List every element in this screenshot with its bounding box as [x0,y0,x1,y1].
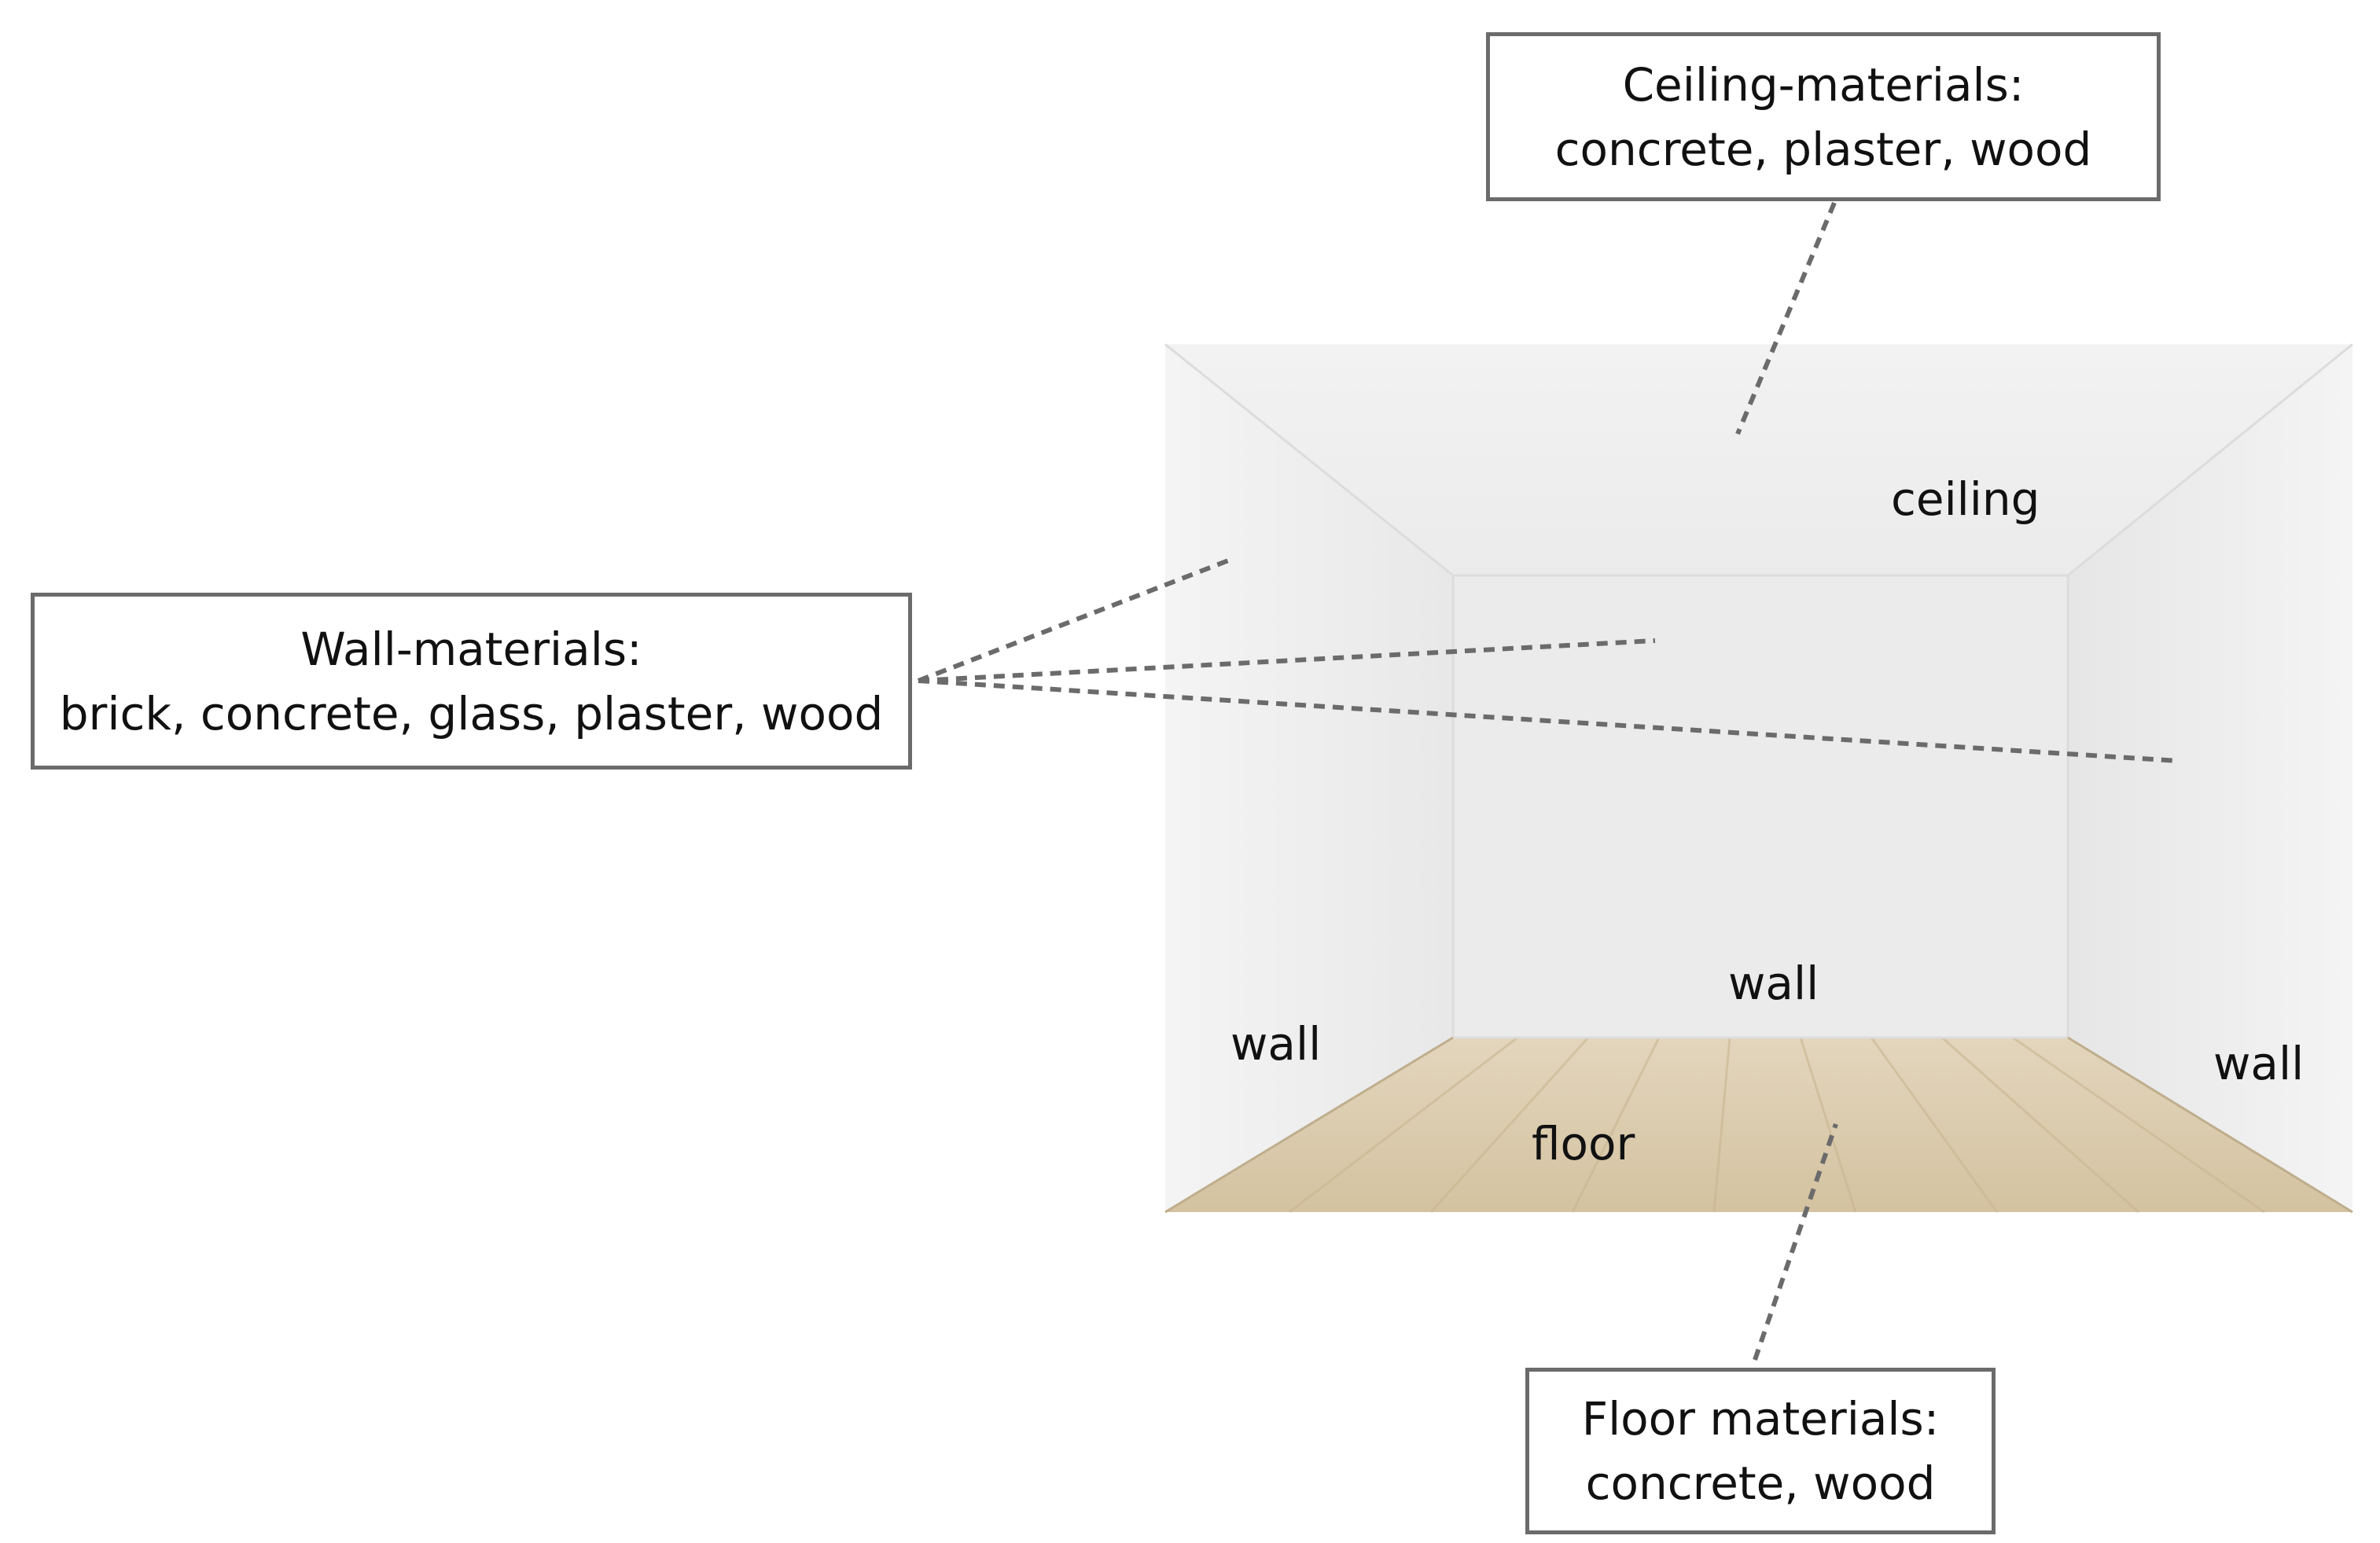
wall-materials-list: brick, concrete, glass, plaster, wood [59,686,884,740]
ceiling-materials-box: Ceiling-materials: concrete, plaster, wo… [1486,32,2161,201]
ceiling-surface [1165,344,2352,575]
floor-edges [1164,1036,2353,1214]
floor-materials-title: Floor materials: [1581,1392,1940,1446]
right-wall-surface [2068,344,2352,1212]
wall-connector-back [918,638,1656,683]
room-illustration [1164,343,2353,1214]
ceiling-materials-list: concrete, plaster, wood [1554,122,2092,176]
right-wall-label: wall [2213,1037,2305,1090]
wall-materials-title: Wall-materials: [300,622,642,676]
room-edges [1164,343,2353,1039]
floorboard-lines [1289,1036,2265,1214]
floor-connector [1753,1123,1838,1361]
back-wall-label: wall [1728,957,1819,1010]
left-wall-label: wall [1230,1017,1322,1071]
wall-materials-box: Wall-materials: brick, concrete, glass, … [31,593,912,770]
ceiling-connector [1735,201,1837,435]
ceiling-label: ceiling [1891,472,2040,526]
floor-materials-list: concrete, wood [1585,1457,1936,1510]
floor-materials-box: Floor materials: concrete, wood [1525,1368,1996,1534]
floor-label: floor [1532,1117,1635,1170]
connector-lines [917,201,2179,1361]
wall-connector-right [918,678,2179,763]
ceiling-materials-title: Ceiling-materials: [1622,57,2025,112]
back-wall-surface [1453,575,2068,1038]
left-wall-surface [1165,344,1453,1212]
